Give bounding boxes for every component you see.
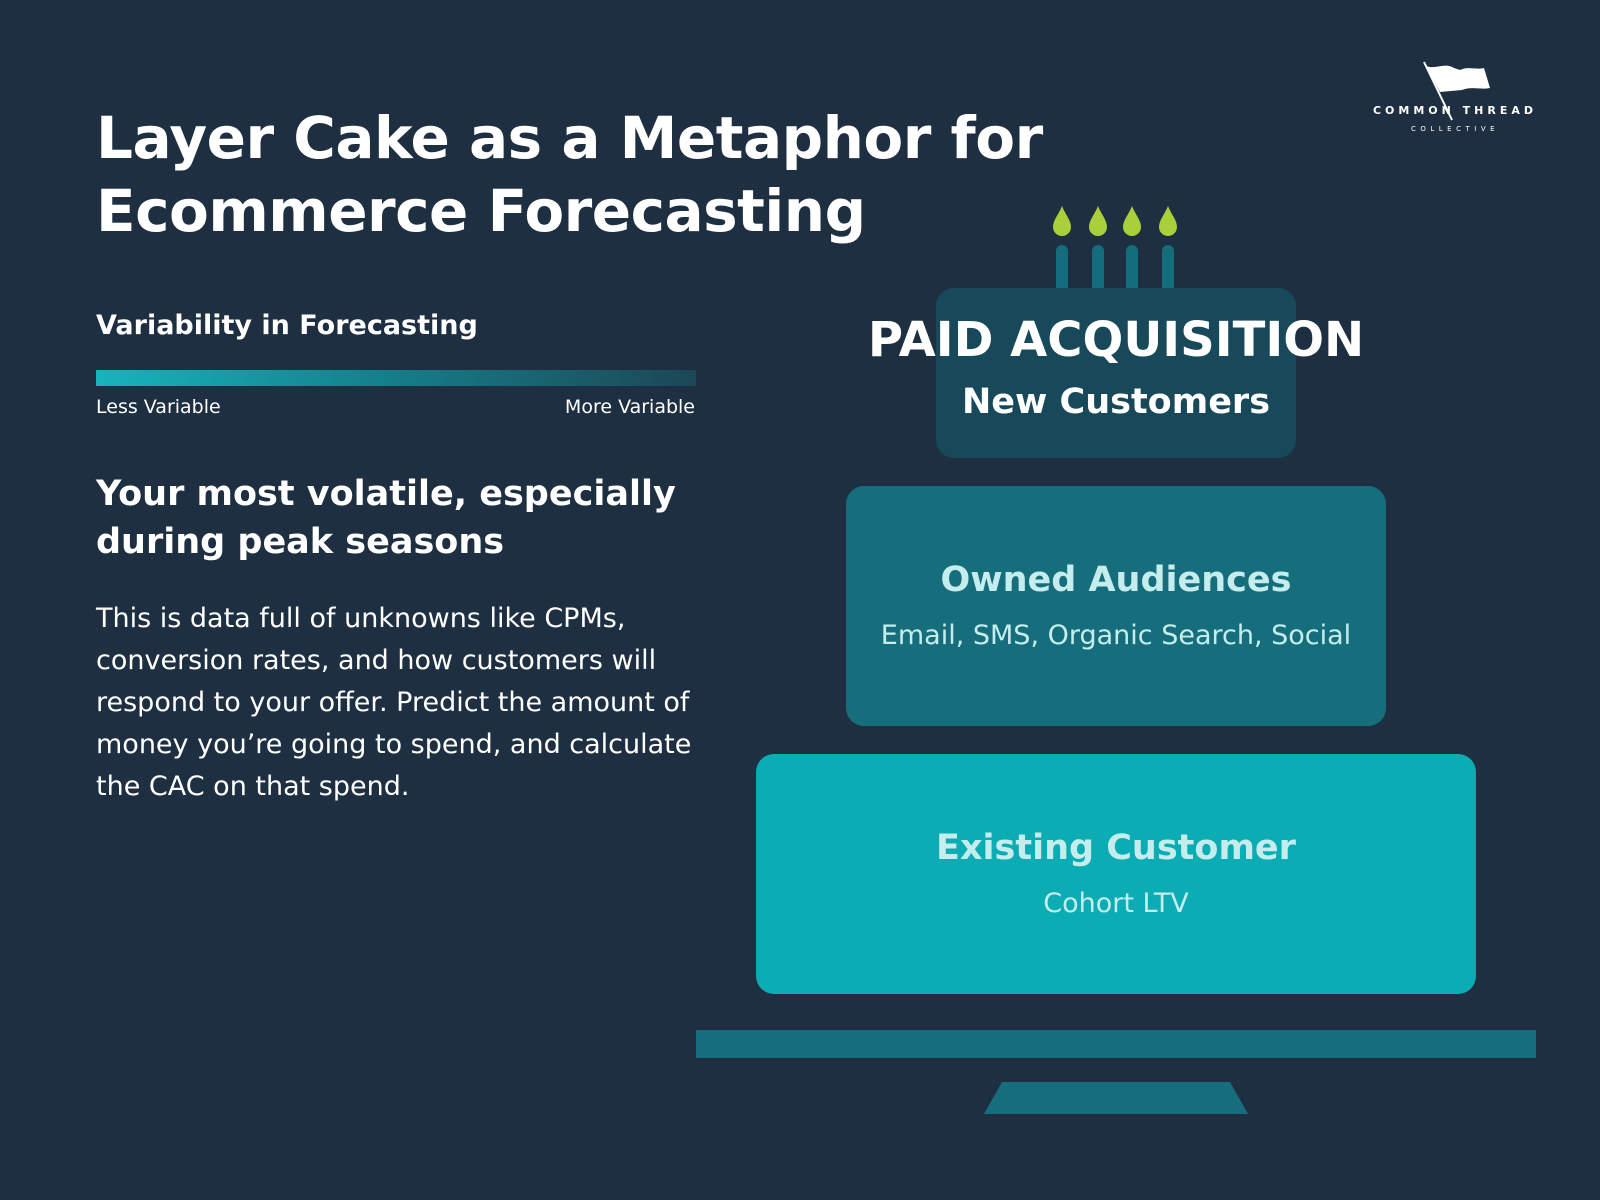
tier-title: Owned Audiences <box>940 560 1292 600</box>
logo-subname: COLLECTIVE <box>1410 125 1500 133</box>
more-variable-label: More Variable <box>564 396 695 418</box>
tier-title: Existing Customer <box>936 828 1296 868</box>
tier-subtitle: New Customers <box>961 382 1271 422</box>
section-heading: Your most volatile, especially during pe… <box>96 474 676 562</box>
logo-name: COMMON THREAD <box>1372 104 1538 117</box>
candle <box>1056 245 1068 289</box>
flag-icon <box>1423 61 1490 121</box>
tier-subtitle: Email, SMS, Organic Search, Social <box>880 620 1352 651</box>
candle <box>1126 245 1138 289</box>
flame-icon <box>1159 206 1177 236</box>
page-title: Layer Cake as a Metaphor for Ecommerce F… <box>96 104 1043 245</box>
cake-tier-paid-acquisition <box>936 288 1296 458</box>
cake-stand <box>984 1082 1248 1114</box>
candle <box>1092 245 1104 289</box>
tier-title: PAID ACQUISITION <box>867 312 1365 368</box>
section-body: This is data full of unknowns like CPMs,… <box>96 603 692 802</box>
candle <box>1162 245 1174 289</box>
flame-icon <box>1089 206 1107 236</box>
flame-icon <box>1053 206 1071 236</box>
company-logo: COMMON THREAD COLLECTIVE <box>1370 60 1540 140</box>
tier-subtitle: Cohort LTV <box>1043 888 1189 919</box>
flame-icon <box>1123 206 1141 236</box>
less-variable-label: Less Variable <box>96 396 221 418</box>
cake-tier-existing-customer: Existing Customer Cohort LTV <box>756 754 1476 994</box>
cake-tier-owned-audiences: Owned Audiences Email, SMS, Organic Sear… <box>846 486 1386 726</box>
variability-gradient-bar <box>96 370 696 386</box>
variability-label: Variability in Forecasting <box>96 310 478 341</box>
cake-plate <box>696 1030 1536 1058</box>
